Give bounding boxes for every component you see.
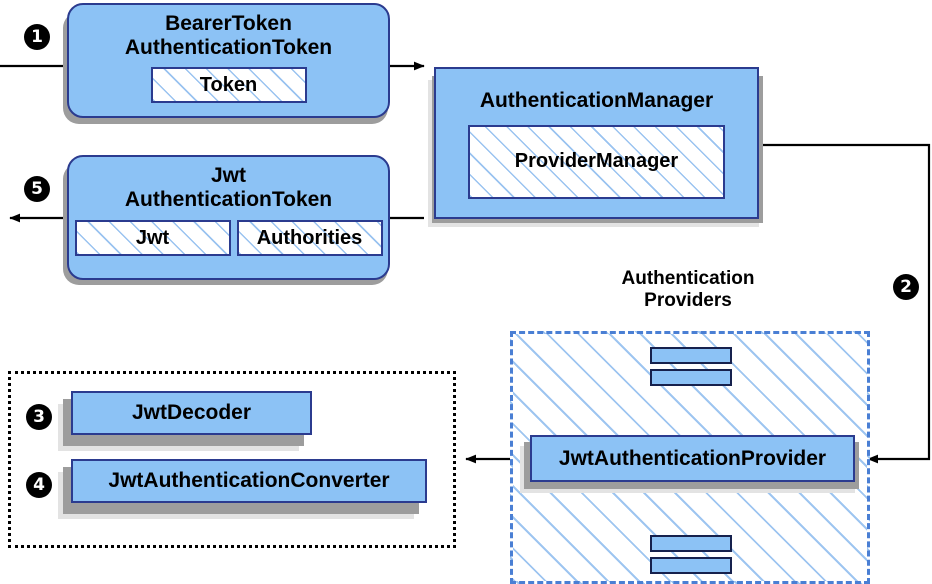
provider-bar-top-2 xyxy=(650,369,732,386)
authentication-providers-caption-line1: Authentication xyxy=(621,268,755,289)
jwt-decoder-label: JwtDecoder xyxy=(131,401,252,425)
jwt-authentication-provider-node[interactable]: JwtAuthenticationProvider xyxy=(530,435,855,482)
jwt-authentication-token-fields: Jwt Authorities xyxy=(74,220,383,257)
jwt-label: Jwt xyxy=(135,226,170,249)
authentication-manager-node[interactable]: AuthenticationManager ProviderManager xyxy=(434,67,759,219)
jwt-decoder-node[interactable]: JwtDecoder xyxy=(71,391,312,435)
provider-manager-label: ProviderManager xyxy=(514,150,679,173)
provider-bar-bottom-1 xyxy=(650,535,732,552)
authentication-providers-caption: Authentication Providers xyxy=(600,268,776,312)
authentication-manager-title: AuthenticationManager xyxy=(479,89,714,112)
provider-manager-field: ProviderManager xyxy=(468,124,725,199)
token-label: Token xyxy=(199,73,258,96)
authorities-label: Authorities xyxy=(256,226,363,249)
bearer-token-title-line2: AuthenticationToken xyxy=(124,35,333,59)
bearer-token-title-line1: BearerToken xyxy=(165,12,292,35)
jwt-authentication-converter-node[interactable]: JwtAuthenticationConverter xyxy=(71,459,427,503)
step-badge-5: 5 xyxy=(24,176,50,202)
provider-bar-top-1 xyxy=(650,347,732,364)
authentication-providers-caption-line2: Providers xyxy=(644,289,732,311)
bearer-token-authentication-token-node[interactable]: BearerToken AuthenticationToken Token xyxy=(67,3,390,118)
step-badge-1: 1 xyxy=(24,24,50,50)
jwt-authentication-provider-label: JwtAuthenticationProvider xyxy=(558,446,827,470)
step-badge-4: 4 xyxy=(26,472,52,498)
jwt-authentication-converter-label: JwtAuthenticationConverter xyxy=(108,469,390,493)
step-badge-2: 2 xyxy=(893,274,919,300)
step-badge-3: 3 xyxy=(26,404,52,430)
token-field: Token xyxy=(150,67,307,104)
authorities-field: Authorities xyxy=(236,220,383,257)
jwt-authentication-token-title-line2: AuthenticationToken xyxy=(124,187,333,211)
jwt-authentication-token-node[interactable]: Jwt AuthenticationToken Jwt Authorities xyxy=(67,155,390,280)
jwt-support-region xyxy=(8,371,456,548)
jwt-field: Jwt xyxy=(74,220,231,257)
jwt-authentication-token-title-line1: Jwt xyxy=(210,164,246,187)
provider-bar-bottom-2 xyxy=(650,557,732,574)
